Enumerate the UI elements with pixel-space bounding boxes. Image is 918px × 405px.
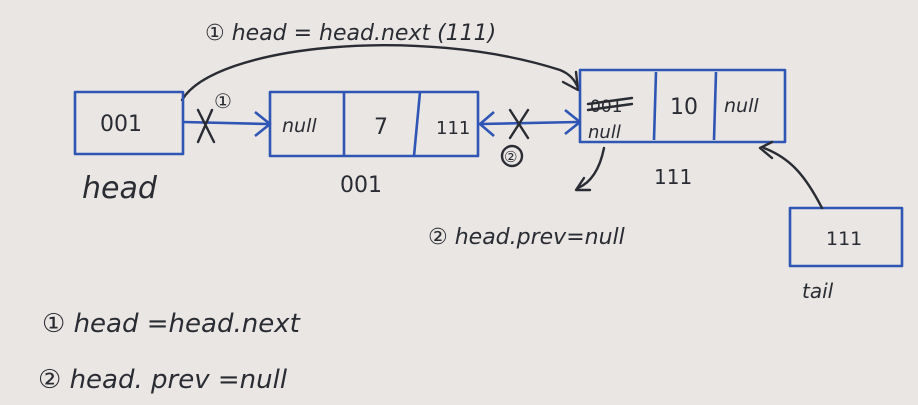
footnote-2: ② head. prev =null — [38, 365, 288, 395]
prev-pointer-arrow — [576, 146, 606, 190]
cross-out-icon-2 — [508, 108, 530, 140]
prev-pointer-arrowhead-icon — [574, 176, 592, 192]
node-111-next: null — [724, 95, 759, 117]
node-111-dividers — [652, 71, 718, 141]
strike-through-icon — [586, 96, 634, 112]
cross-out-icon — [196, 108, 216, 144]
footnote-1: ① head =head.next — [42, 309, 301, 339]
step1-marker: ① — [214, 89, 232, 113]
node-001 — [268, 90, 480, 158]
node-link-arrow — [479, 120, 579, 126]
tail-pointer-box — [788, 206, 904, 268]
curved-arrow-head-to-next — [180, 44, 580, 102]
node-111 — [578, 68, 787, 144]
node-111-data: 10 — [670, 95, 698, 120]
tail-label: tail — [802, 279, 834, 303]
head-label: head — [82, 171, 158, 206]
prev-annotation: ② head.prev=null — [428, 225, 625, 250]
node-001-data: 7 — [374, 115, 388, 140]
tail-arrowhead-icon — [758, 140, 774, 160]
top-annotation: ① head = head.next (111) — [205, 21, 496, 46]
step2-marker-circle — [500, 144, 524, 168]
node-001-address: 001 — [340, 173, 382, 198]
tail-arrow — [762, 146, 824, 210]
step2-marker: ② — [504, 148, 517, 166]
curved-arrow-head-icon — [561, 70, 580, 92]
node-001-next: 111 — [436, 118, 470, 139]
node-111-address: 111 — [654, 165, 692, 189]
node-001-dividers — [342, 91, 422, 157]
node-111-prev-new: null — [588, 122, 621, 143]
old-head-link-arrow — [182, 120, 269, 126]
tail-pointer-value: 111 — [826, 228, 862, 250]
node-001-prev: null — [282, 115, 317, 137]
head-pointer-value: 001 — [100, 112, 142, 137]
